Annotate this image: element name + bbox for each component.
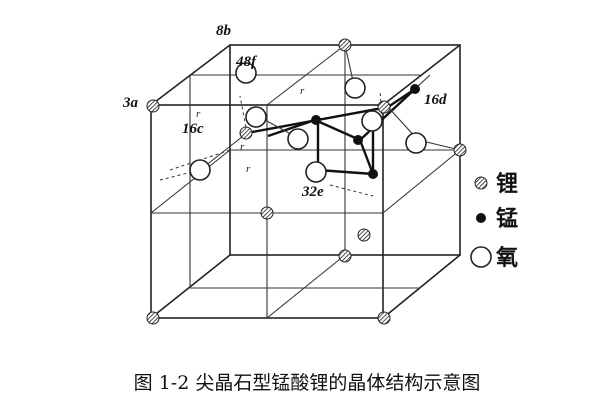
lithium-atom	[338, 249, 352, 263]
manganese-atom	[410, 84, 420, 94]
legend-label-lithium: 锂	[496, 171, 518, 197]
oxygen-atom	[305, 161, 327, 183]
tick-mark: r	[196, 108, 201, 120]
oxygen-atom	[189, 159, 211, 181]
oxygen-atom	[405, 132, 427, 154]
oxygen-atom	[235, 62, 257, 84]
lithium-atom	[146, 311, 160, 325]
oxygen-atom	[361, 110, 383, 132]
legend-label-manganese: 锰	[496, 206, 518, 232]
solid-dot-icon	[476, 213, 486, 223]
label-3a: 3a	[122, 95, 139, 111]
label-48f: 48f	[235, 54, 258, 70]
hatched-circle-icon	[474, 176, 488, 190]
lithium-atom	[260, 206, 274, 220]
oxygen-atom	[344, 77, 366, 99]
manganese-atom	[311, 115, 321, 125]
label-32e: 32e	[301, 184, 324, 200]
tick-mark: r	[300, 85, 305, 97]
open-circle-icon	[470, 246, 492, 268]
manganese-atoms	[311, 84, 420, 179]
tick-mark: r	[246, 163, 251, 175]
oxygen-atom	[245, 106, 267, 128]
lithium-atom	[357, 228, 371, 242]
lithium-atom	[239, 126, 253, 140]
lithium-atom	[377, 311, 391, 325]
label-8b: 8b	[216, 23, 232, 39]
label-16c: 16c	[182, 121, 204, 137]
manganese-atom	[368, 169, 378, 179]
oxygen-atoms	[189, 62, 427, 183]
lithium-atom	[377, 100, 391, 114]
legend: 锂 锰 氧	[470, 171, 518, 271]
lithium-atoms	[146, 38, 467, 325]
label-16d: 16d	[424, 92, 447, 108]
manganese-atom	[353, 135, 363, 145]
tick-mark: r	[240, 141, 245, 153]
lithium-atom	[453, 143, 467, 157]
oxygen-atom	[287, 128, 309, 150]
figure-caption: 图 1-2 尖晶石型锰酸锂的晶体结构示意图	[133, 372, 481, 394]
legend-label-oxygen: 氧	[495, 246, 518, 271]
lithium-atom	[146, 99, 160, 113]
lithium-atom	[338, 38, 352, 52]
